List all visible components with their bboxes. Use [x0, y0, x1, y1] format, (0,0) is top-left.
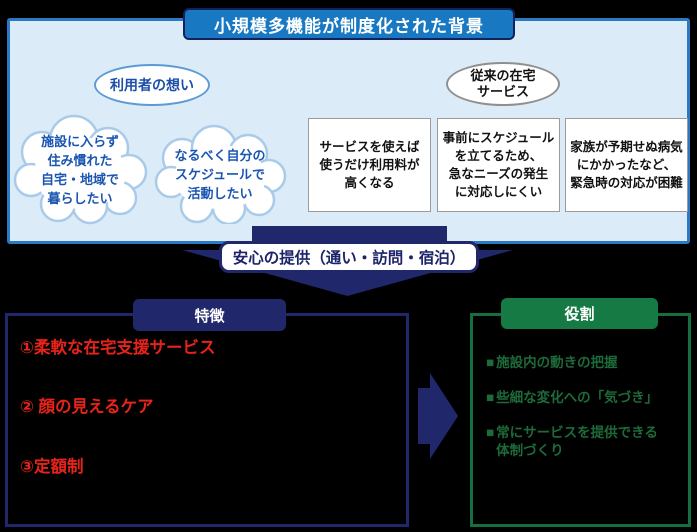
feature-item-2: ② 顔の見えるケア	[20, 398, 154, 416]
roles-tab: 役割	[501, 298, 658, 329]
role-item-2: ■ 些細な変化への「気づき」	[486, 390, 659, 405]
issue-box-cost: サービスを使えば 使うだけ利用料が 高くなる	[308, 118, 431, 212]
roles-box	[470, 313, 691, 527]
role-item-1: ■ 施設内の動きの把握	[486, 355, 618, 370]
cloud-shape-icon	[13, 114, 148, 225]
wish-cloud-1-text: 施設に入らず 住み慣れた 自宅・地域で 暮らしたい	[40, 134, 119, 206]
wish-cloud-2: なるべく自分の スケジュールで 活動したい	[152, 124, 288, 224]
feature-item-3: ③定額制	[20, 458, 84, 476]
role-item-3: ■ 常にサービスを提供できる 体制づくり	[486, 424, 658, 460]
conventional-services-label: 従来の在宅 サービス	[446, 62, 560, 106]
square-bullet-icon: ■	[486, 355, 495, 370]
user-wishes-text: 利用者の想い	[110, 77, 194, 93]
square-bullet-icon: ■	[486, 425, 495, 440]
role-item-3-text: 常にサービスを提供できる 体制づくり	[496, 425, 658, 458]
assurance-banner: 安心の提供（通い・訪問・宿泊）	[219, 241, 479, 273]
right-arrow-icon	[418, 373, 458, 459]
user-wishes-label: 利用者の想い	[94, 64, 210, 106]
page-title: 小規模多機能が制度化された背景	[183, 8, 515, 40]
feature-item-1: ①柔軟な在宅支援サービス	[20, 339, 216, 357]
features-tab: 特徴	[133, 299, 286, 331]
cloud-shape-icon	[154, 124, 287, 224]
issue-box-schedule: 事前にスケジュール を立てるため、 急なニーズの発生 に対応しにくい	[437, 118, 560, 212]
features-box	[5, 313, 409, 527]
issue-box-emergency: 家族が予期せぬ病気 にかかったなど、 緊急時の対応が困難	[565, 118, 688, 212]
wish-cloud-2-text: なるべく自分の スケジュールで 活動したい	[174, 147, 266, 201]
wish-cloud-1: 施設に入らず 住み慣れた 自宅・地域で 暮らしたい	[12, 114, 148, 226]
square-bullet-icon: ■	[486, 390, 495, 405]
